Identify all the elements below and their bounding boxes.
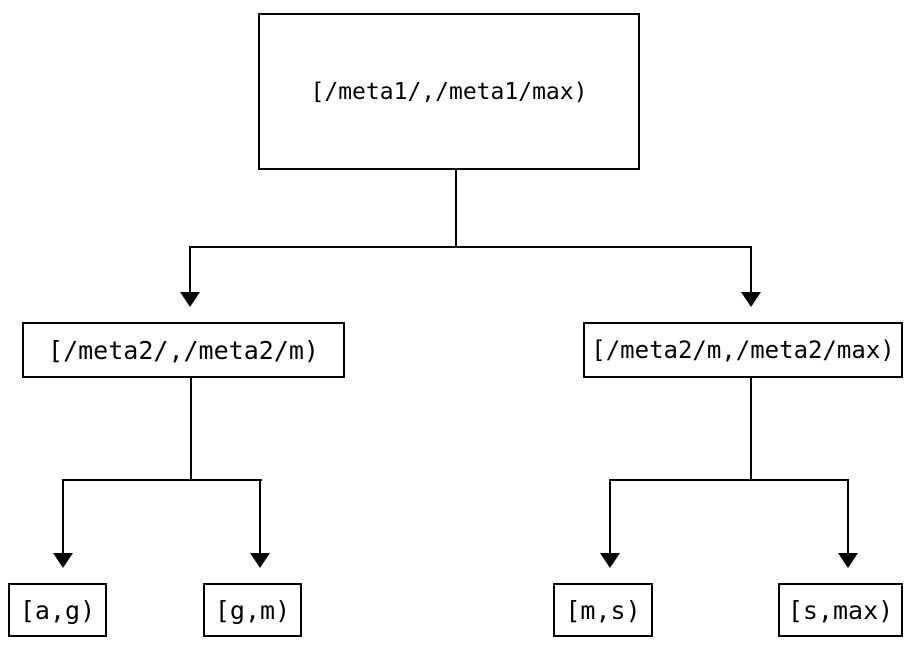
arrow-down-icon	[600, 553, 620, 568]
connector-left-child-stem	[190, 378, 192, 481]
arrow-down-icon	[741, 292, 761, 307]
connector-to-right-child	[750, 246, 752, 293]
leaf-node-g-m: [g,m)	[203, 583, 302, 637]
arrow-down-icon	[838, 553, 858, 568]
leaf-node-s-max: [s,max)	[778, 583, 903, 637]
connector-to-leaf-s-max	[847, 479, 849, 553]
node-meta2-high-range: [/meta2/m,/meta2/max)	[583, 322, 903, 378]
leaf-node-a-g: [a,g)	[8, 583, 107, 637]
arrow-down-icon	[250, 553, 270, 568]
connector-to-leaf-g-m	[259, 479, 261, 553]
connector-root-crossbar	[189, 246, 752, 248]
connector-to-leaf-m-s	[609, 479, 611, 553]
connector-to-left-child	[189, 246, 191, 293]
connector-to-leaf-a-g	[62, 479, 64, 553]
node-meta2-low-range: [/meta2/,/meta2/m)	[22, 322, 345, 378]
connector-root-stem	[455, 170, 457, 248]
arrow-down-icon	[180, 292, 200, 307]
arrow-down-icon	[53, 553, 73, 568]
connector-left-crossbar	[63, 479, 262, 481]
connector-right-crossbar	[609, 479, 849, 481]
connector-right-child-stem	[750, 378, 752, 481]
node-root-meta1-range: [/meta1/,/meta1/max)	[258, 13, 640, 170]
leaf-node-m-s: [m,s)	[553, 583, 653, 637]
